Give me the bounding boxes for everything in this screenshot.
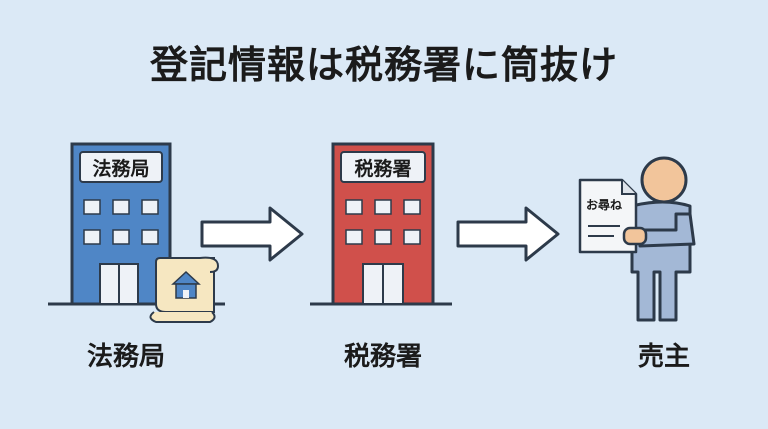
page-title: 登記情報は税務署に筒抜け: [149, 43, 618, 87]
head: [640, 156, 688, 204]
node-label-legal-bureau: 法務局: [86, 342, 165, 372]
arrow-right-icon: [456, 206, 560, 262]
seller-person-icon: お尋ね: [578, 156, 696, 322]
arrow-right-icon: [200, 206, 304, 262]
legal-bureau-building: 法務局: [48, 142, 225, 323]
windows: [345, 199, 421, 245]
sign-text: 税務署: [354, 157, 411, 180]
tax-office-building: 税務署: [310, 142, 452, 306]
node-label-tax-office: 税務署: [343, 342, 422, 372]
windows: [83, 199, 159, 245]
deed-scroll-icon: [149, 256, 220, 323]
document-text: お尋ね: [586, 198, 622, 212]
node-label-seller: 売主: [637, 342, 690, 372]
sign-text: 法務局: [92, 157, 149, 180]
building-sign: [340, 151, 426, 183]
building-sign: [79, 151, 163, 183]
inquiry-document-icon: お尋ね: [578, 178, 638, 254]
hand: [622, 226, 648, 246]
